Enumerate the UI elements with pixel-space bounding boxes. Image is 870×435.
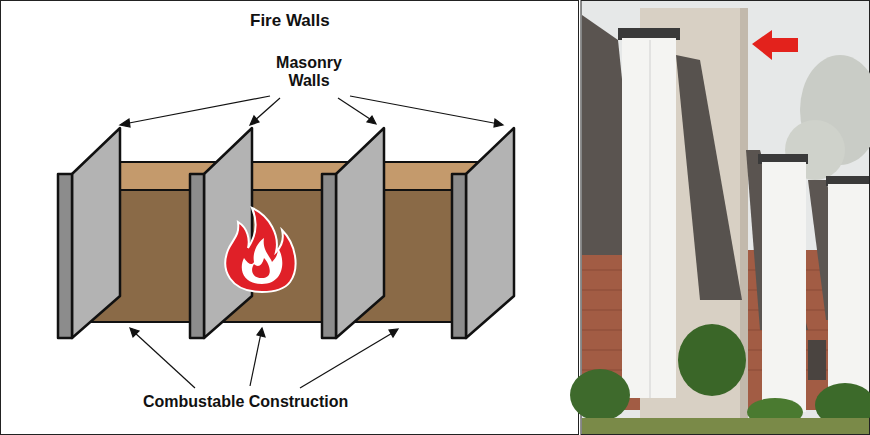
building-photo bbox=[570, 1, 870, 435]
part-label: Masonry Walls bbox=[263, 54, 355, 91]
flame-icon bbox=[225, 208, 295, 292]
part-label: Combustable Construction bbox=[143, 393, 348, 411]
diagram-title: Fire Walls bbox=[250, 11, 330, 31]
